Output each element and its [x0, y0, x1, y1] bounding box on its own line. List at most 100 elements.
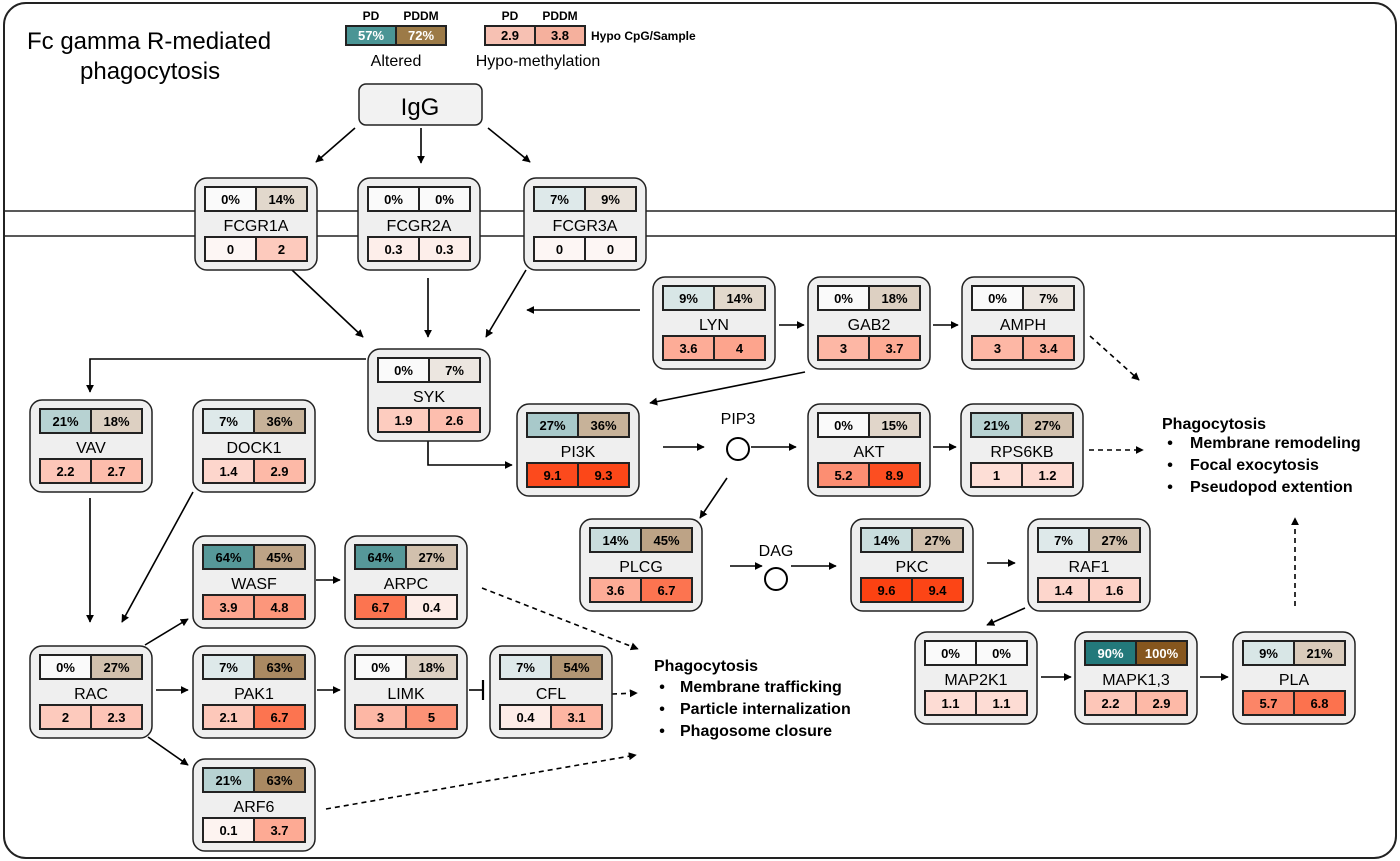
altered-cell	[970, 412, 1023, 438]
altered-cell	[975, 640, 1028, 666]
altered-value: 7%	[1054, 533, 1073, 548]
altered-value: 0%	[988, 291, 1007, 306]
altered-cell	[253, 767, 306, 793]
altered-cell	[405, 544, 458, 570]
altered-cell	[1022, 285, 1075, 311]
altered-value: 90%	[1097, 646, 1123, 661]
edge-rac-arf6	[147, 736, 189, 766]
legend-altered-col1: PD	[363, 9, 380, 23]
hypo-value: 1	[993, 468, 1000, 483]
altered-value: 18%	[103, 414, 129, 429]
hypo-value: 0.4	[422, 600, 441, 615]
gene-name: FCGR1A	[224, 218, 289, 235]
hypo-value: 5.7	[1259, 696, 1277, 711]
edge-dock1-rac	[121, 491, 194, 623]
hypo-value: 0	[607, 242, 614, 257]
gene-name: WASF	[231, 576, 277, 593]
altered-cell	[1293, 640, 1346, 666]
hypo-value: 6.7	[657, 583, 675, 598]
hypo-cell	[817, 462, 870, 488]
hypo-value: 1.1	[941, 696, 959, 711]
gene-name: GAB2	[848, 317, 891, 334]
hypo-cell	[589, 577, 642, 603]
altered-value: 0%	[435, 192, 454, 207]
hypo-value: 3.4	[1039, 341, 1058, 356]
altered-value: 0%	[394, 363, 413, 378]
altered-value: 27%	[103, 660, 129, 675]
altered-value: 15%	[881, 418, 907, 433]
metabolite-circle	[764, 567, 788, 591]
altered-value: 7%	[1039, 291, 1058, 306]
legend-altered: PD PDDM 57% 72% Altered	[345, 9, 447, 70]
hypo-cell	[975, 690, 1028, 716]
altered-value: 7%	[550, 192, 569, 207]
hypo-value: 9.6	[877, 583, 895, 598]
hypo-cell	[550, 704, 603, 730]
outcome-item: Membrane trafficking	[680, 679, 842, 696]
altered-value: 27%	[539, 418, 565, 433]
altered-cell	[418, 186, 471, 212]
altered-value: 14%	[726, 291, 752, 306]
hypo-cell	[253, 594, 306, 620]
hypo-cell	[367, 236, 420, 262]
outcome-title: Phagocytosis	[654, 658, 758, 675]
altered-cell	[911, 527, 964, 553]
altered-cell	[971, 285, 1024, 311]
metabolite-label: DAG	[759, 543, 794, 560]
hypo-value: 3.7	[270, 823, 288, 838]
bullet-glyph: •	[1167, 479, 1173, 496]
hypo-value: 3.9	[219, 600, 237, 615]
altered-value: 27%	[418, 550, 444, 565]
hypo-cell	[405, 594, 458, 620]
hypo-cell	[1022, 335, 1075, 361]
gene-name: ARF6	[234, 799, 275, 816]
edge-arf6-phago	[325, 752, 637, 810]
hypo-value: 1.4	[1054, 583, 1073, 598]
bullet-glyph: •	[1167, 457, 1173, 474]
gene-name: DOCK1	[226, 440, 281, 457]
hypo-value: 9.3	[594, 468, 612, 483]
metabolite-label: PIP3	[721, 411, 756, 428]
altered-cell	[1088, 527, 1141, 553]
gene-name: FCGR3A	[553, 218, 618, 235]
altered-cell	[1135, 640, 1188, 666]
outcome-item: Membrane remodeling	[1190, 435, 1361, 452]
altered-cell	[584, 186, 637, 212]
edge-layer	[86, 127, 1299, 810]
hypo-cell	[90, 704, 143, 730]
hypo-cell	[253, 458, 306, 484]
hypo-value: 2	[278, 242, 285, 257]
hypo-value: 2.9	[270, 464, 288, 479]
altered-cell	[253, 654, 306, 680]
altered-cell	[1021, 412, 1074, 438]
gene-name: MAP2K1	[944, 672, 1007, 689]
hypo-cell	[713, 335, 766, 361]
altered-cell	[662, 285, 715, 311]
hypo-value: 3.1	[567, 710, 585, 725]
altered-value: 64%	[367, 550, 393, 565]
gene-name: CFL	[536, 686, 566, 703]
hypo-value: 2.9	[1152, 696, 1170, 711]
hypo-value: 2.6	[445, 413, 463, 428]
hypo-cell	[1021, 462, 1074, 488]
edge-arpc-phago	[481, 587, 639, 651]
altered-cell	[90, 408, 143, 434]
altered-cell	[253, 408, 306, 434]
altered-value: 9%	[1259, 646, 1278, 661]
altered-cell	[202, 408, 255, 434]
hypo-cell	[405, 704, 458, 730]
outcome-title: Phagocytosis	[1162, 416, 1266, 433]
edge-raf1-map2k1	[986, 607, 1026, 626]
altered-cell	[868, 285, 921, 311]
hypo-cell	[499, 704, 552, 730]
